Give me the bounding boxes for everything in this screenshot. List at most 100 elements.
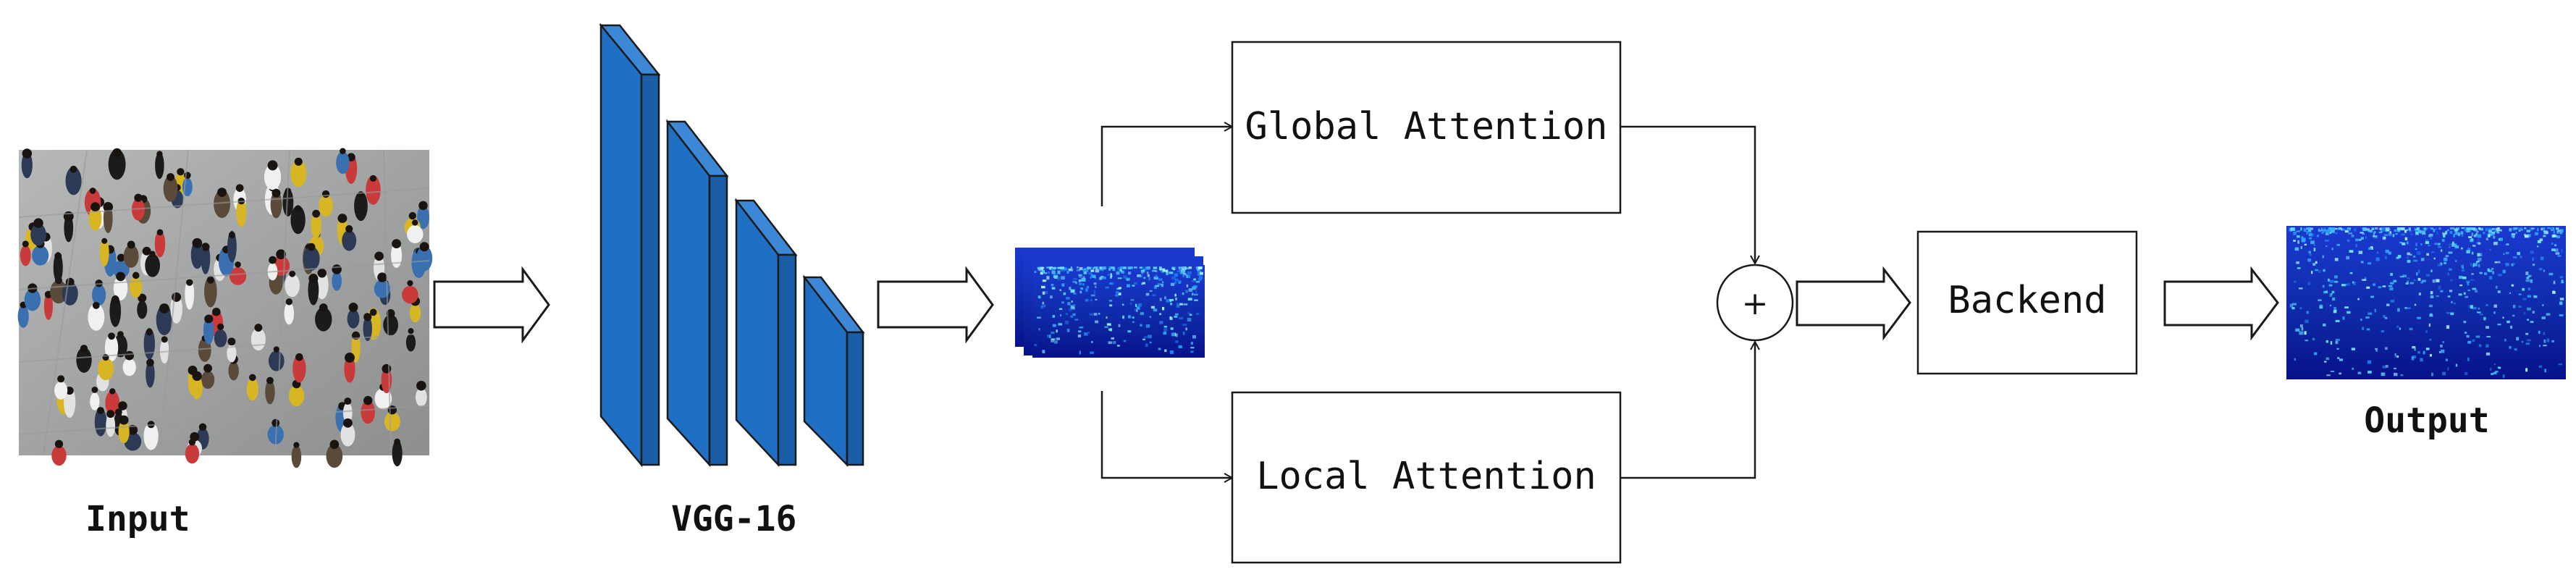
density-speckle (1179, 303, 1183, 306)
density-speckle (2466, 334, 2470, 338)
density-speckle (2560, 229, 2564, 233)
density-speckle (2397, 308, 2400, 312)
density-speckle (1143, 266, 1148, 270)
density-speckle (1134, 308, 1138, 311)
density-speckle (2420, 230, 2424, 234)
density-speckle (2339, 358, 2344, 361)
crowd-person (288, 384, 305, 407)
density-speckle (2420, 258, 2425, 261)
density-speckle (2423, 231, 2425, 234)
crowd-head (156, 151, 163, 157)
density-speckle (2300, 245, 2302, 250)
density-speckle (2485, 352, 2491, 355)
density-speckle (1191, 292, 1194, 296)
density-speckle (2553, 231, 2555, 234)
density-speckle (2475, 261, 2478, 264)
crowd-head (269, 256, 277, 264)
crowd-person (236, 198, 247, 227)
density-speckle (1127, 272, 1132, 275)
density-speckle (2422, 279, 2426, 282)
density-speckle (2362, 227, 2367, 231)
density-speckle (1108, 300, 1113, 302)
density-speckle (2382, 236, 2386, 240)
crowd-person (156, 304, 173, 336)
density-speckle (1069, 268, 1074, 272)
density-speckle (2532, 264, 2535, 266)
density-speckle (2322, 255, 2324, 258)
density-speckle (2472, 263, 2478, 266)
density-speckle (1077, 266, 1079, 269)
density-speckle (2373, 232, 2375, 237)
density-speckle (1053, 275, 1056, 278)
density-speckle (2439, 350, 2441, 353)
density-speckle (2514, 227, 2518, 230)
density-speckle (2295, 328, 2300, 332)
crowd-person (417, 205, 429, 230)
density-speckle (1085, 298, 1089, 302)
density-speckle (2531, 227, 2535, 230)
density-speckle (2527, 234, 2531, 237)
density-speckle (1120, 266, 1123, 269)
density-speckle (1184, 273, 1187, 276)
density-speckle (1142, 282, 1145, 285)
density-speckle (2406, 229, 2408, 231)
density-speckle (2495, 227, 2498, 231)
density-speckle (2333, 309, 2337, 312)
density-speckle (2463, 227, 2468, 232)
density-speckle (2346, 229, 2351, 232)
density-speckle (2456, 227, 2460, 230)
crowd-person (204, 275, 217, 308)
density-speckle (2420, 281, 2424, 284)
density-speckle (1038, 269, 1043, 272)
density-speckle (2370, 245, 2373, 248)
density-speckle (2322, 285, 2325, 288)
density-speckle (2417, 269, 2420, 274)
density-speckle (2433, 229, 2436, 232)
density-speckle (1061, 276, 1065, 280)
density-speckle (1185, 290, 1188, 293)
crowd-head (345, 225, 353, 233)
density-speckle (2479, 228, 2484, 231)
density-speckle (2404, 306, 2407, 309)
density-speckle (2374, 308, 2376, 313)
density-speckle (2463, 292, 2466, 295)
density-speckle (2339, 372, 2342, 375)
density-speckle (1051, 339, 1054, 342)
crowd-head (392, 239, 401, 249)
crowd-head (276, 249, 286, 260)
density-speckle (2405, 282, 2409, 285)
density-speckle (2437, 246, 2442, 248)
density-speckle (2409, 327, 2413, 331)
density-speckle (2414, 303, 2417, 306)
crowd-head (134, 193, 143, 202)
density-speckle (2293, 231, 2297, 235)
density-speckle (2444, 261, 2447, 264)
density-speckle (1105, 286, 1109, 289)
density-speckle (2461, 264, 2465, 268)
density-speckle (2435, 227, 2437, 231)
density-speckle (1093, 313, 1098, 316)
density-speckle (1087, 331, 1090, 334)
density-speckle (1034, 344, 1037, 347)
density-speckle (2522, 298, 2527, 300)
density-speckle (2378, 231, 2381, 234)
density-speckle (1150, 306, 1155, 309)
density-speckle (2407, 277, 2410, 279)
density-speckle (2526, 307, 2531, 311)
density-speckle (2349, 250, 2354, 253)
crowd-head (117, 253, 125, 262)
density-speckle (1149, 341, 1152, 344)
density-speckle (2407, 252, 2411, 256)
density-speckle (2385, 364, 2388, 368)
density-speckle (1053, 273, 1058, 276)
density-speckle (2518, 306, 2522, 308)
branch-to-local-attention (1100, 391, 1232, 478)
density-speckle (2472, 306, 2477, 310)
density-speckle (2365, 228, 2370, 231)
density-speckle (1192, 334, 1196, 339)
density-speckle (1169, 298, 1174, 301)
crowd-head (167, 173, 175, 182)
density-speckle (2373, 283, 2375, 286)
density-speckle (2325, 245, 2328, 247)
density-speckle (2430, 227, 2433, 230)
